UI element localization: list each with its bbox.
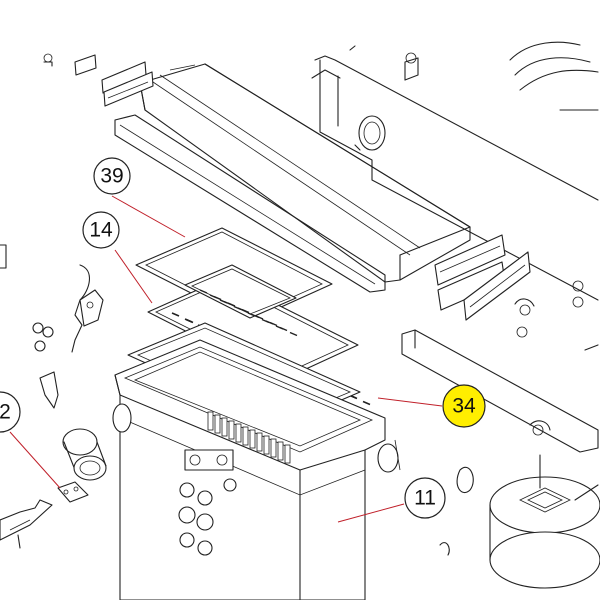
burner-plate-14 (147, 264, 359, 381)
callout-14-label: 14 (89, 219, 113, 242)
callout-14[interactable]: 14 (82, 211, 120, 249)
bracket-plates (43, 52, 419, 107)
heat-exchanger-body (112, 339, 401, 600)
callout-11[interactable]: 11 (404, 477, 446, 519)
blower (439, 454, 600, 589)
callout-2-circle (0, 391, 21, 433)
callout-39[interactable]: 39 (93, 157, 131, 195)
callout-34-circle (442, 384, 486, 428)
top-cover-rail (114, 63, 471, 293)
callout-39-circle (93, 157, 131, 195)
callout-11-circle (404, 477, 446, 519)
leader-line-2 (9, 431, 61, 489)
leader-line-11 (337, 503, 405, 523)
callout-2-label: 2 (0, 401, 11, 424)
callout-14-circle (82, 211, 120, 249)
callout-34-label: 34 (452, 395, 476, 418)
side-bar-34 (401, 329, 599, 453)
callout-39-label: 39 (100, 165, 123, 188)
left-components (0, 244, 107, 549)
callout-34[interactable]: 34 (442, 384, 486, 428)
leader-line-39 (111, 195, 186, 238)
leader-lines (9, 195, 443, 523)
callout-2[interactable]: 2 (0, 391, 21, 433)
right-plates (434, 234, 599, 351)
leader-line-34 (377, 397, 443, 407)
burner-tubes (207, 411, 291, 464)
back-panel (311, 41, 599, 301)
callout-11-label: 11 (414, 487, 436, 510)
leader-line-14 (114, 249, 153, 304)
